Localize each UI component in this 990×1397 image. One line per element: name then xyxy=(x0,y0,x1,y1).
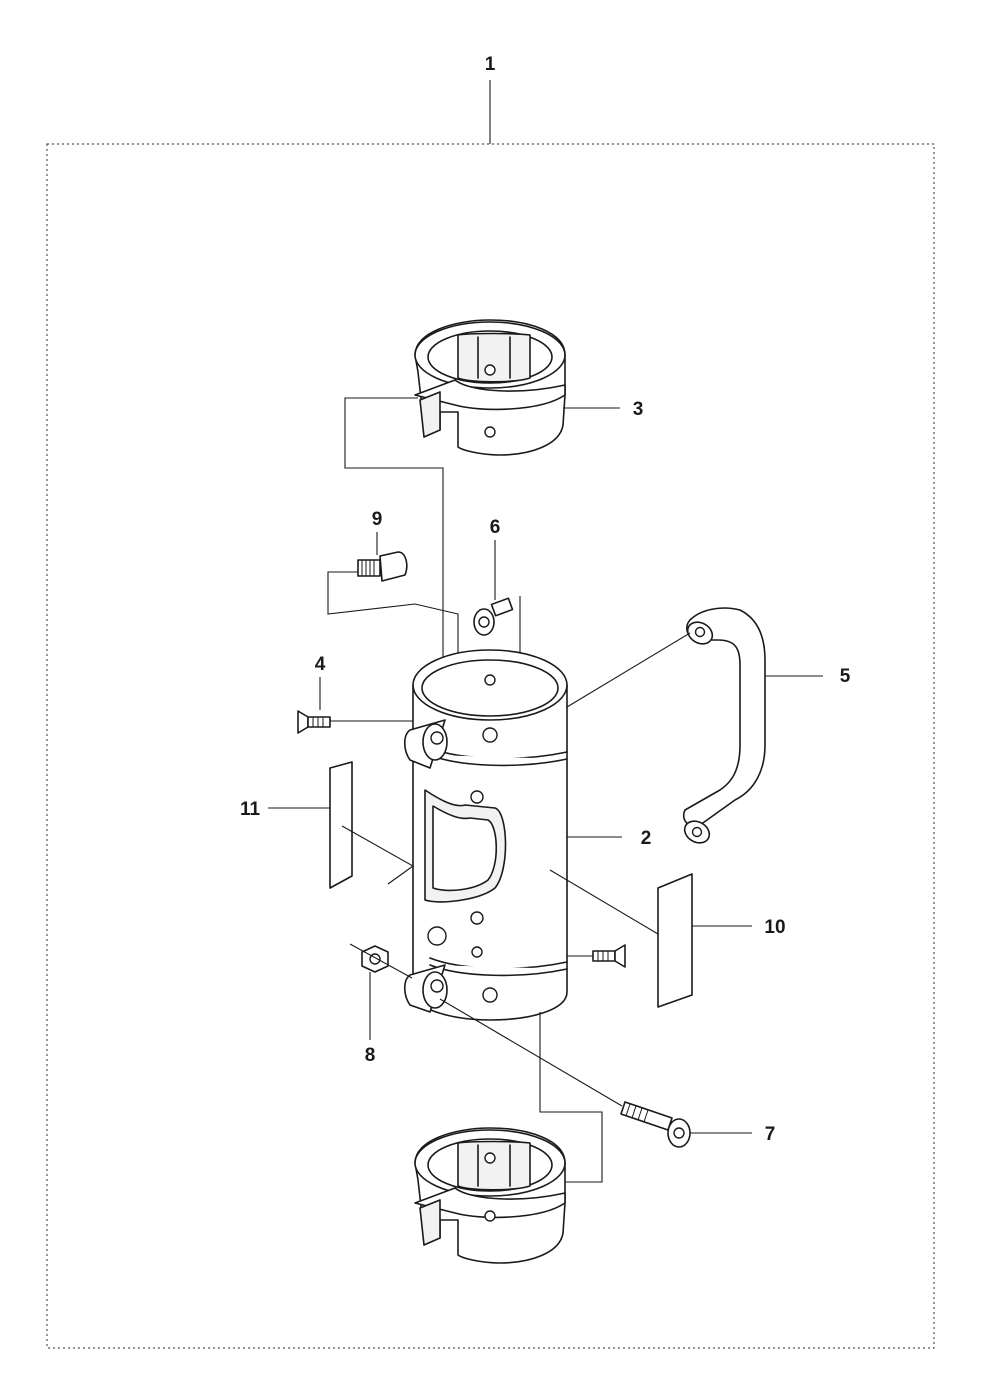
label-right-assembly-line xyxy=(549,869,659,935)
callout-7: 7 xyxy=(765,1124,776,1145)
label-left-assembly-line xyxy=(341,825,415,885)
handle xyxy=(682,607,766,844)
callout-10: 10 xyxy=(764,917,785,938)
callout-8: 8 xyxy=(365,1045,376,1066)
callout-2: 2 xyxy=(641,828,652,849)
handle-assembly-line xyxy=(566,632,691,708)
label-right xyxy=(657,873,693,1008)
assembly-boundary xyxy=(46,143,935,1349)
countersunk-screw xyxy=(297,710,331,734)
callout-9: 9 xyxy=(372,509,383,530)
upper-collar xyxy=(414,319,566,456)
callout-4: 4 xyxy=(315,654,326,675)
label-left xyxy=(329,761,353,889)
callout-11: 11 xyxy=(240,799,261,820)
callout-3: 3 xyxy=(633,399,644,420)
callout-1: 1 xyxy=(485,54,496,75)
callout-5: 5 xyxy=(840,666,851,687)
lower-collar xyxy=(414,1127,566,1264)
main-tube xyxy=(403,649,568,1021)
lower-collar-assembly-line xyxy=(539,1012,603,1183)
countersunk-screw-right xyxy=(592,944,626,968)
hex-bolt xyxy=(357,551,408,582)
nut xyxy=(361,945,389,973)
socket-screw-long xyxy=(620,1101,691,1148)
callout-6: 6 xyxy=(490,517,501,538)
upper-collar-assembly-line xyxy=(344,397,444,850)
socket-screw-long-assembly-line xyxy=(439,998,623,1107)
nut-assembly-line xyxy=(349,943,413,979)
socket-screw-small xyxy=(473,597,514,636)
